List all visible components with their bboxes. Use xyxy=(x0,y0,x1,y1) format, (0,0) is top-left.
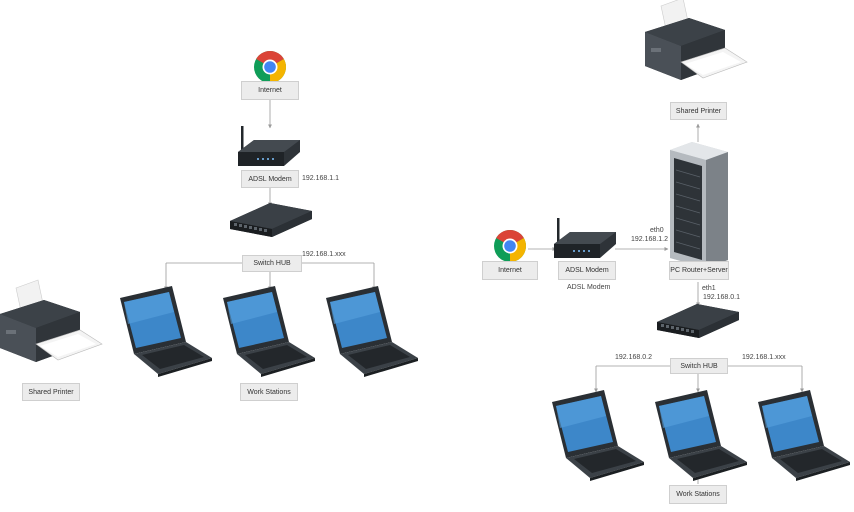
right-eth1-ip: 192.168.0.1 xyxy=(703,294,740,301)
left-connectors xyxy=(164,100,376,291)
left-modem-label: ADSL Modem xyxy=(241,170,299,188)
right-connectors xyxy=(528,123,804,484)
right-switch-label: Switch HUB xyxy=(670,358,728,374)
right-switch-ip-right: 192.168.1.xxx xyxy=(742,354,786,361)
right-laptop-icon-3 xyxy=(758,390,850,481)
left-modem-ip: 192.168.1.1 xyxy=(302,175,339,182)
right-server-rack-icon xyxy=(669,141,729,269)
left-printer-label: Shared Printer xyxy=(22,383,80,401)
left-switch-icon xyxy=(230,203,312,237)
right-printer-icon xyxy=(644,0,748,81)
right-eth0-label: eth0 xyxy=(650,227,664,234)
right-modem-label: ADSL Modem xyxy=(558,261,616,280)
right-laptop-icon-1 xyxy=(552,390,644,481)
left-laptop-icon-2 xyxy=(223,286,315,377)
right-eth1-label: eth1 xyxy=(702,285,716,292)
left-internet-chrome-icon xyxy=(254,50,287,83)
right-switch-ip-left: 192.168.0.2 xyxy=(615,354,652,361)
left-switch-label: Switch HUB xyxy=(242,255,302,272)
right-workstations-label: Work Stations xyxy=(669,485,727,504)
left-switch-ip: 192.168.1.xxx xyxy=(302,251,346,258)
left-laptop-icon-3 xyxy=(326,286,418,377)
left-printer-icon xyxy=(0,279,103,363)
right-adsl-router-icon xyxy=(554,218,616,258)
right-server-label: PC Router+Server xyxy=(669,261,729,280)
left-internet-label: Internet xyxy=(241,81,299,100)
right-internet-chrome-icon xyxy=(494,229,527,262)
right-switch-icon xyxy=(657,304,739,338)
right-printer-label: Shared Printer xyxy=(670,102,727,120)
right-eth0-ip: 192.168.1.2 xyxy=(631,236,668,243)
left-adsl-router-icon xyxy=(238,126,300,166)
right-laptop-icon-2 xyxy=(655,390,747,481)
right-internet-label: Internet xyxy=(482,261,538,280)
left-laptop-icon-1 xyxy=(120,286,212,377)
left-workstations-label: Work Stations xyxy=(240,383,298,401)
right-modem-caption: ADSL Modem xyxy=(567,284,611,291)
